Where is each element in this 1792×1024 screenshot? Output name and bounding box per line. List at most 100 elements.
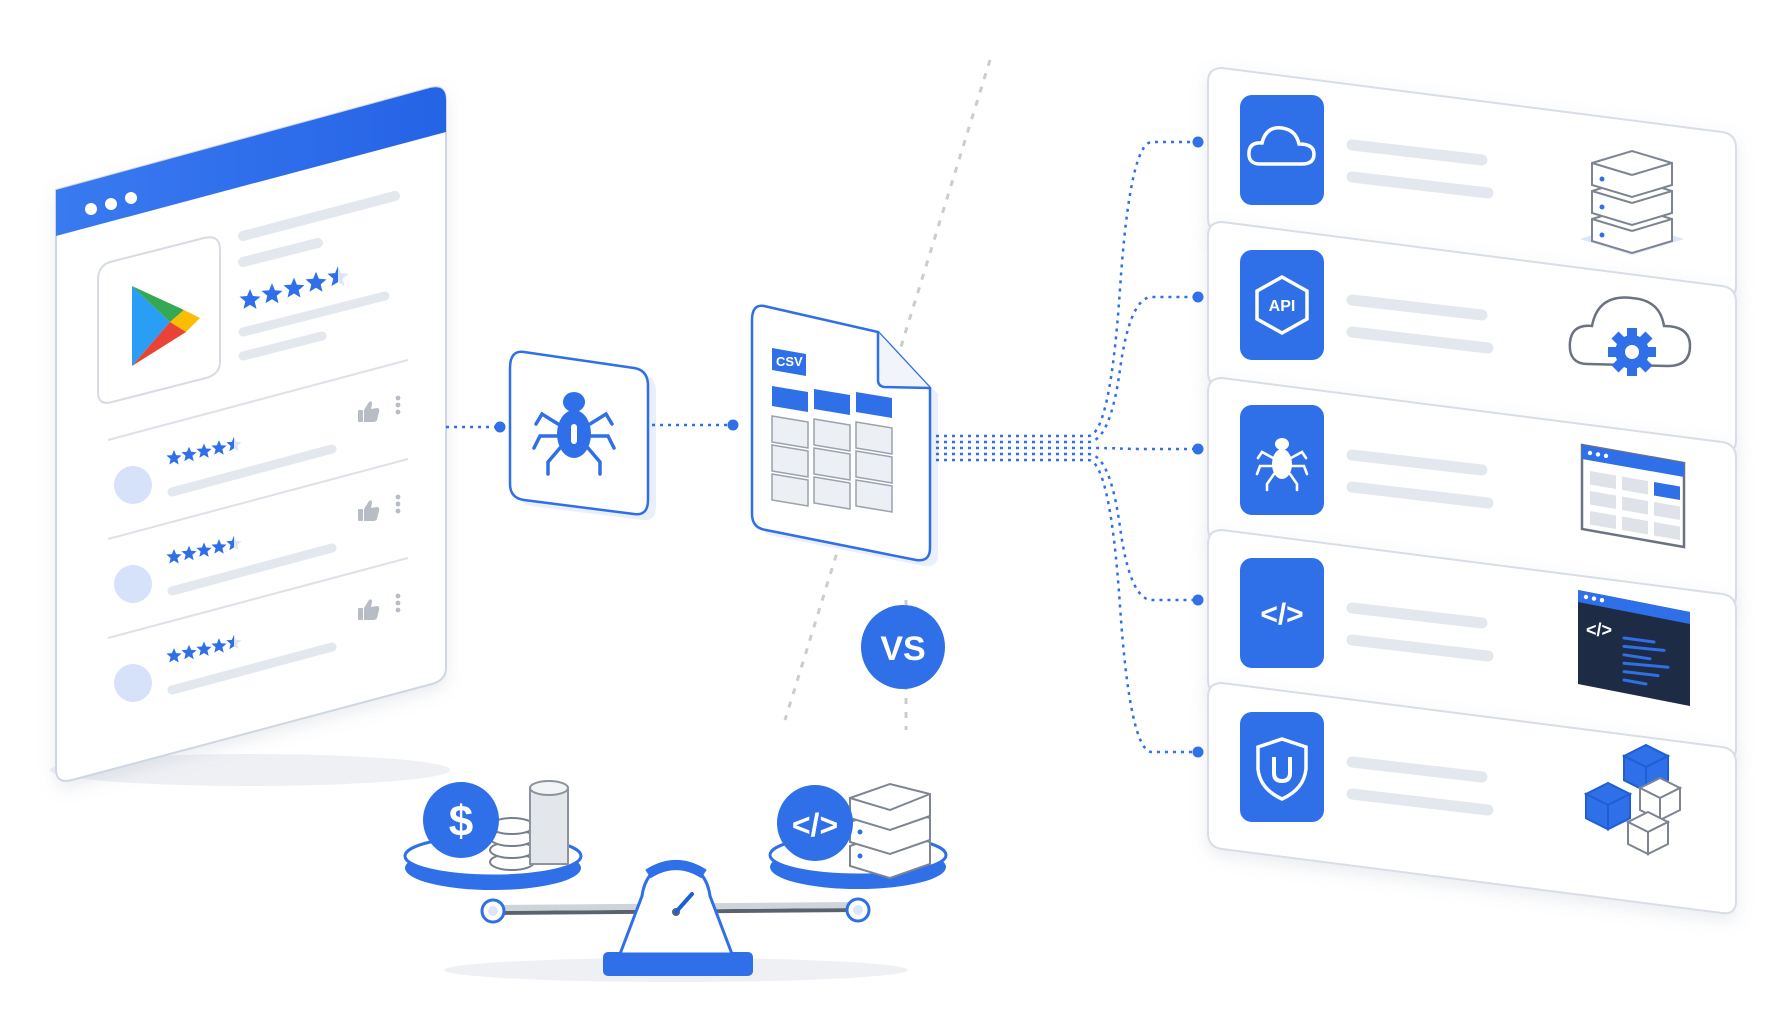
csv-file[interactable]: CSV xyxy=(750,304,938,567)
svg-text:$: $ xyxy=(449,797,473,846)
star-icon xyxy=(181,644,197,660)
thumbs-up-icon[interactable] xyxy=(358,401,380,422)
star-icon xyxy=(196,641,212,656)
star-icon xyxy=(166,648,182,663)
svg-text:VS: VS xyxy=(880,630,925,668)
option-text-placeholder xyxy=(1346,326,1494,354)
meta-placeholder xyxy=(238,331,327,361)
code-editor-window-icon: </> xyxy=(1578,590,1690,706)
option-icon-tile[interactable] xyxy=(1240,250,1324,360)
option-text-placeholder xyxy=(1346,171,1494,199)
left-pan: $ xyxy=(403,780,583,890)
balance-scale: $ </> xyxy=(403,780,948,982)
option-text-placeholder xyxy=(1346,449,1488,476)
rating-stars xyxy=(239,266,349,309)
option-icon-tile[interactable] xyxy=(1240,558,1324,668)
connector-dot xyxy=(1192,594,1204,606)
more-vertical-icon[interactable] xyxy=(395,395,401,415)
review-card[interactable] xyxy=(107,359,409,504)
star-icon xyxy=(166,450,182,465)
api-icon: API xyxy=(1255,274,1309,336)
spider-icon xyxy=(532,392,616,476)
star-icon xyxy=(196,443,212,458)
option-icon-tile[interactable] xyxy=(1240,712,1324,822)
star-half-icon xyxy=(226,436,234,452)
star-icon xyxy=(181,446,197,462)
review-text-placeholder xyxy=(167,543,337,596)
window-dot[interactable] xyxy=(85,203,97,215)
connector-dot xyxy=(1192,136,1204,148)
star-icon xyxy=(211,638,227,653)
window-dot[interactable] xyxy=(105,198,117,210)
cloud-icon xyxy=(1247,126,1316,166)
cylinder-icon xyxy=(529,780,569,865)
divider-line xyxy=(783,59,992,721)
star-icon xyxy=(283,277,305,298)
option-card[interactable] xyxy=(1207,681,1737,915)
title-placeholder xyxy=(238,191,400,241)
cubes-icon xyxy=(1583,743,1683,856)
option-text-placeholder xyxy=(1346,788,1494,816)
review-text-placeholder xyxy=(167,444,337,497)
star-icon xyxy=(166,549,182,564)
code-icon: </> xyxy=(1260,598,1303,631)
connector-dot xyxy=(1192,291,1204,303)
vs-badge[interactable]: VS xyxy=(861,605,945,689)
more-vertical-icon[interactable] xyxy=(395,593,401,613)
options-stack: API </> </> xyxy=(1207,66,1737,915)
star-icon xyxy=(211,539,227,554)
review-stars xyxy=(166,436,242,465)
dollar-icon: $ xyxy=(423,782,499,858)
scraper-tile[interactable] xyxy=(508,350,656,521)
svg-text:API: API xyxy=(1269,298,1296,315)
window-dot[interactable] xyxy=(125,192,137,204)
thumbs-up-icon[interactable] xyxy=(358,500,380,521)
server-rack-icon xyxy=(1580,149,1684,255)
data-grid-window-icon xyxy=(1580,443,1686,549)
connector-dot xyxy=(1192,746,1204,758)
shield-u-icon xyxy=(1256,737,1308,801)
play-store-window xyxy=(50,86,450,786)
star-icon xyxy=(196,542,212,557)
subtitle-placeholder xyxy=(238,238,323,267)
option-text-placeholder xyxy=(1346,602,1488,629)
connector-dot xyxy=(1192,443,1204,455)
right-pan: </> xyxy=(768,782,948,889)
star-icon xyxy=(181,545,197,561)
option-text-placeholder xyxy=(1346,294,1488,321)
connector-csv-options xyxy=(936,136,1204,758)
spreadsheet-icon xyxy=(771,386,893,513)
server-stack-icon xyxy=(849,782,931,880)
google-play-logo xyxy=(132,286,200,366)
review-card[interactable] xyxy=(107,458,409,603)
code-icon: </> xyxy=(777,785,853,861)
option-text-placeholder xyxy=(1346,756,1488,783)
gauge-icon xyxy=(672,892,694,916)
star-icon xyxy=(261,283,283,304)
thumbs-up-icon[interactable] xyxy=(358,599,380,620)
avatar xyxy=(114,565,152,603)
option-text-placeholder xyxy=(1346,139,1488,166)
option-text-placeholder xyxy=(1346,481,1494,509)
window-title-bar xyxy=(56,87,446,236)
connector-window-scraper xyxy=(446,421,506,433)
avatar xyxy=(114,466,152,504)
option-text-placeholder xyxy=(1346,634,1494,662)
csv-badge: CSV xyxy=(772,348,806,376)
spider-icon xyxy=(1255,438,1309,492)
more-vertical-icon[interactable] xyxy=(395,494,401,514)
review-card[interactable] xyxy=(107,557,409,702)
review-stars xyxy=(166,535,242,564)
star-icon xyxy=(211,440,227,455)
svg-text:</>: </> xyxy=(792,807,838,843)
review-stars xyxy=(166,634,242,663)
star-half-icon xyxy=(226,634,234,650)
svg-text:CSV: CSV xyxy=(776,354,803,369)
connector-scraper-csv xyxy=(652,419,739,431)
star-icon xyxy=(239,289,261,309)
window-shadow xyxy=(50,754,450,786)
option-icon-tile[interactable] xyxy=(1240,95,1324,205)
svg-text:</>: </> xyxy=(1586,620,1612,640)
avatar xyxy=(114,664,152,702)
